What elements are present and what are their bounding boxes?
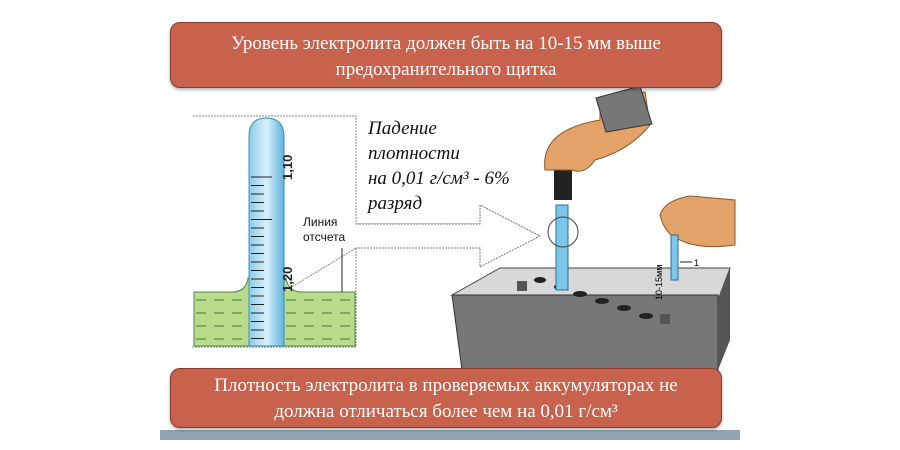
slide-bottom-strip <box>160 430 740 440</box>
footer-banner: Плотность электролита в проверяемых акку… <box>170 368 722 428</box>
sleeve-left <box>595 85 653 133</box>
dimension-label: 10-15мм <box>654 265 664 300</box>
hand-right <box>659 195 736 248</box>
battery <box>450 267 731 371</box>
header-line-1: Уровень электролита должен быть на 10-15… <box>231 33 661 54</box>
note-line-3: на 0,01 г/см³ - 6% <box>368 168 510 189</box>
note-line-2: плотности <box>368 143 460 164</box>
hydrometer-tube <box>248 117 285 347</box>
small-tube <box>670 234 679 281</box>
header-line-2: предохранительного щитка <box>335 59 557 80</box>
note-line-4: разряд <box>368 193 423 214</box>
header-banner: Уровень электролита должен быть на 10-15… <box>170 22 722 88</box>
footer-line-2: должна отличаться более чем на 0,01 г/см… <box>274 401 618 422</box>
note-line-1: Падение <box>368 118 437 139</box>
callout-number: 1 <box>694 258 699 268</box>
reading-line-label: Линия отсчета <box>303 215 345 245</box>
hydrometer-scale-ticks <box>251 176 272 339</box>
label-line-1: Линия <box>303 215 338 229</box>
scale-label-top: 1,10 <box>280 155 295 180</box>
density-note: Падение плотности на 0,01 г/см³ - 6% раз… <box>368 116 510 216</box>
footer-line-1: Плотность электролита в проверяемых акку… <box>214 375 678 396</box>
label-line-2: отсчета <box>303 230 346 244</box>
scale-label-bottom: 1,20 <box>280 267 295 292</box>
